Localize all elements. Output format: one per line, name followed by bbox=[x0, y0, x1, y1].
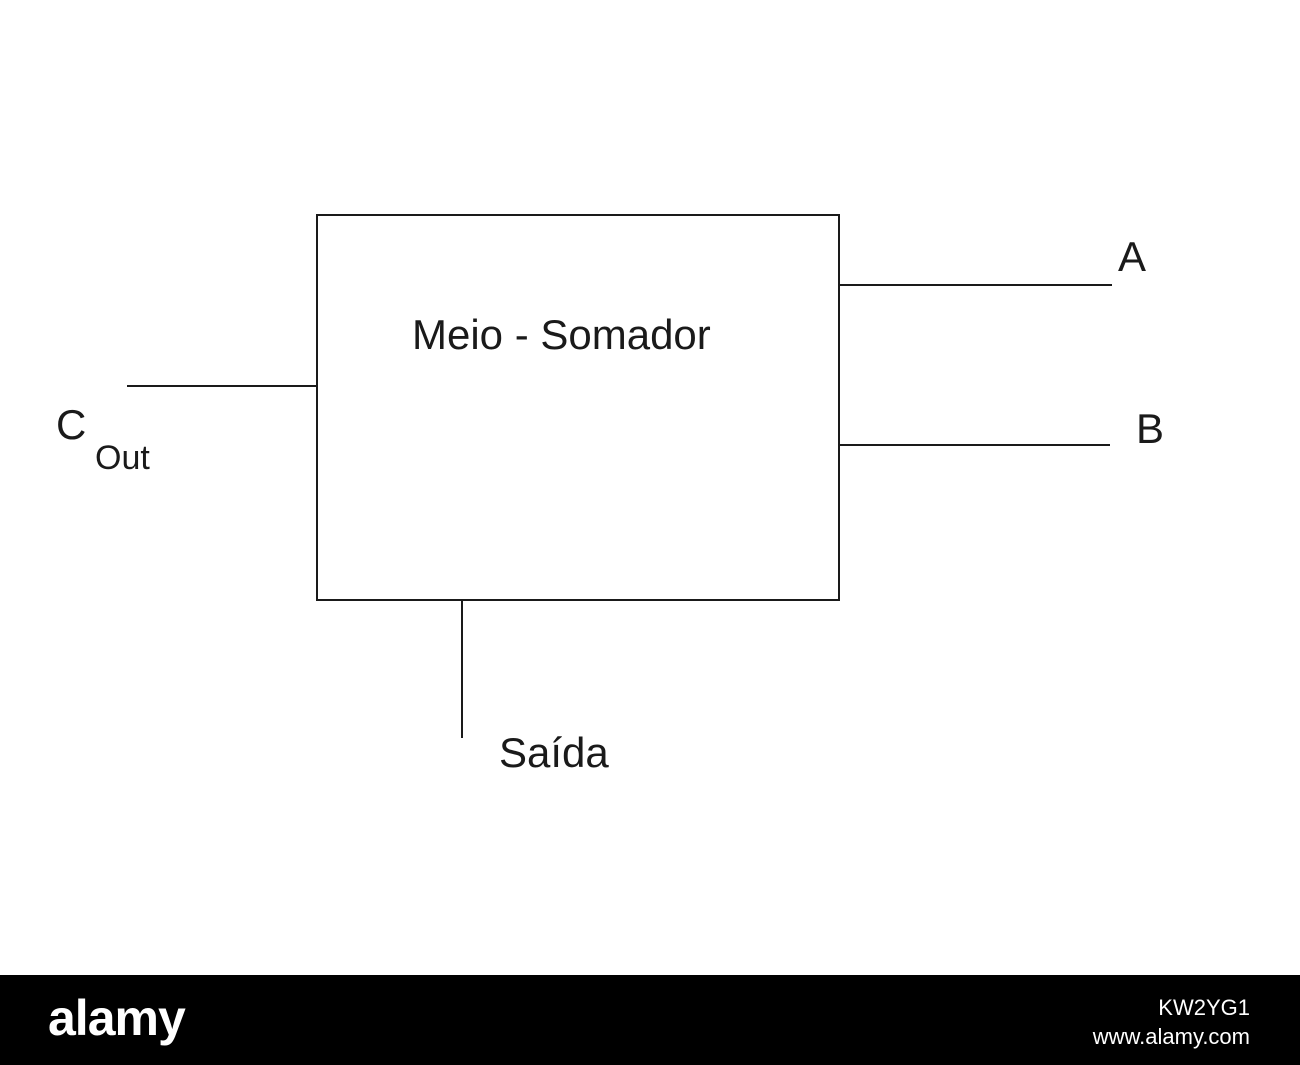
input-a-label: A bbox=[1118, 233, 1147, 280]
cout-wire bbox=[127, 385, 317, 387]
saida-label: Saída bbox=[499, 729, 609, 776]
watermark-image-id: KW2YG1 bbox=[1158, 995, 1250, 1020]
input-a-wire bbox=[840, 284, 1112, 286]
saida-wire bbox=[461, 600, 463, 738]
half-adder-diagram: Meio - Somador A B C Out Saída bbox=[56, 214, 1165, 776]
input-b-wire bbox=[840, 444, 1110, 446]
cout-subscript: Out bbox=[95, 439, 150, 477]
input-b-label: B bbox=[1136, 405, 1165, 452]
block-title: Meio - Somador bbox=[412, 311, 711, 358]
watermark-bar: alamy KW2YG1 www.alamy.com bbox=[0, 975, 1300, 1065]
half-adder-block bbox=[316, 214, 840, 601]
watermark-url: www.alamy.com bbox=[1092, 1024, 1250, 1049]
watermark-logo: alamy bbox=[48, 990, 186, 1046]
cout-label: C bbox=[56, 401, 87, 448]
